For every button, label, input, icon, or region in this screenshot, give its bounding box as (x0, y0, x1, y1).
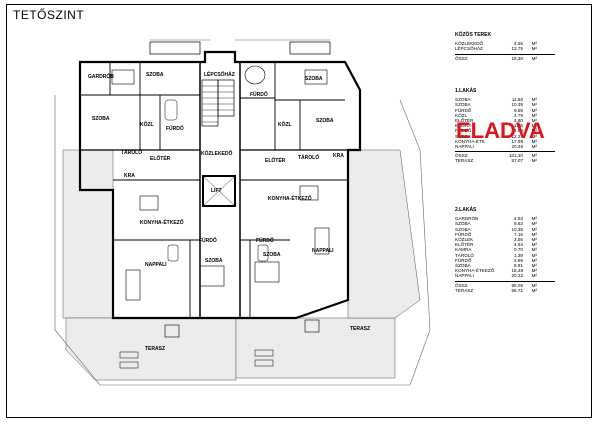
room-nappali-l: NAPPALI (145, 262, 167, 268)
room-kozl-l: KÖZL (140, 121, 154, 128)
room-kra-l: KRA (124, 173, 135, 179)
page-title: TETŐSZINT (13, 8, 85, 22)
apt2-header: 2.LAKÁS (455, 207, 477, 213)
room-konyha-l: KONYHA-ÉTKEZŐ (140, 218, 184, 226)
room-furdo-br: FÜRDŐ (256, 237, 274, 244)
room-szoba-l: SZOBA (92, 116, 110, 122)
room-kozl-r: KÖZL (278, 121, 292, 128)
room-terasz-r: TERASZ (350, 326, 370, 332)
apt1-header: 1.LAKÁS (455, 88, 477, 94)
room-nappali-r: NAPPALI (312, 248, 334, 254)
room-szoba-tr: SZOBA (305, 76, 323, 82)
room-eloter-r: ELŐTÉR (265, 156, 286, 164)
room-tarolo-r: TÁROLÓ (298, 153, 319, 161)
room-tarolo-l: TÁROLÓ (121, 148, 142, 156)
page-frame (6, 4, 592, 418)
room-konyha-r: KONYHA-ÉTKEZŐ (268, 194, 312, 202)
room-kra-r: KRA (333, 153, 344, 159)
room-szoba-bl: SZOBA (205, 258, 223, 264)
common-header: KÖZÖS TEREK (455, 32, 492, 38)
room-eloter-l: ELŐTÉR (150, 154, 171, 162)
room-furdo-bl: FÜRDŐ (199, 237, 217, 244)
room-lepcsohaz: LÉPCSŐHÁZ (204, 70, 235, 78)
room-furdo-top: FÜRDŐ (250, 91, 268, 98)
room-terasz-l: TERASZ (145, 346, 165, 352)
room-gardrob: GARDRÓB (88, 72, 114, 80)
room-szoba-tl: SZOBA (146, 72, 164, 78)
room-szoba-r: SZOBA (316, 118, 334, 124)
room-furdo-l: FÜRDŐ (166, 125, 184, 132)
room-szoba-bc: SZOBA (263, 252, 281, 258)
room-lift: LIFT (211, 188, 222, 194)
sold-stamp: ELADVA (456, 118, 545, 143)
room-kozlekedo: KÖZLEKEDŐ (201, 150, 233, 157)
